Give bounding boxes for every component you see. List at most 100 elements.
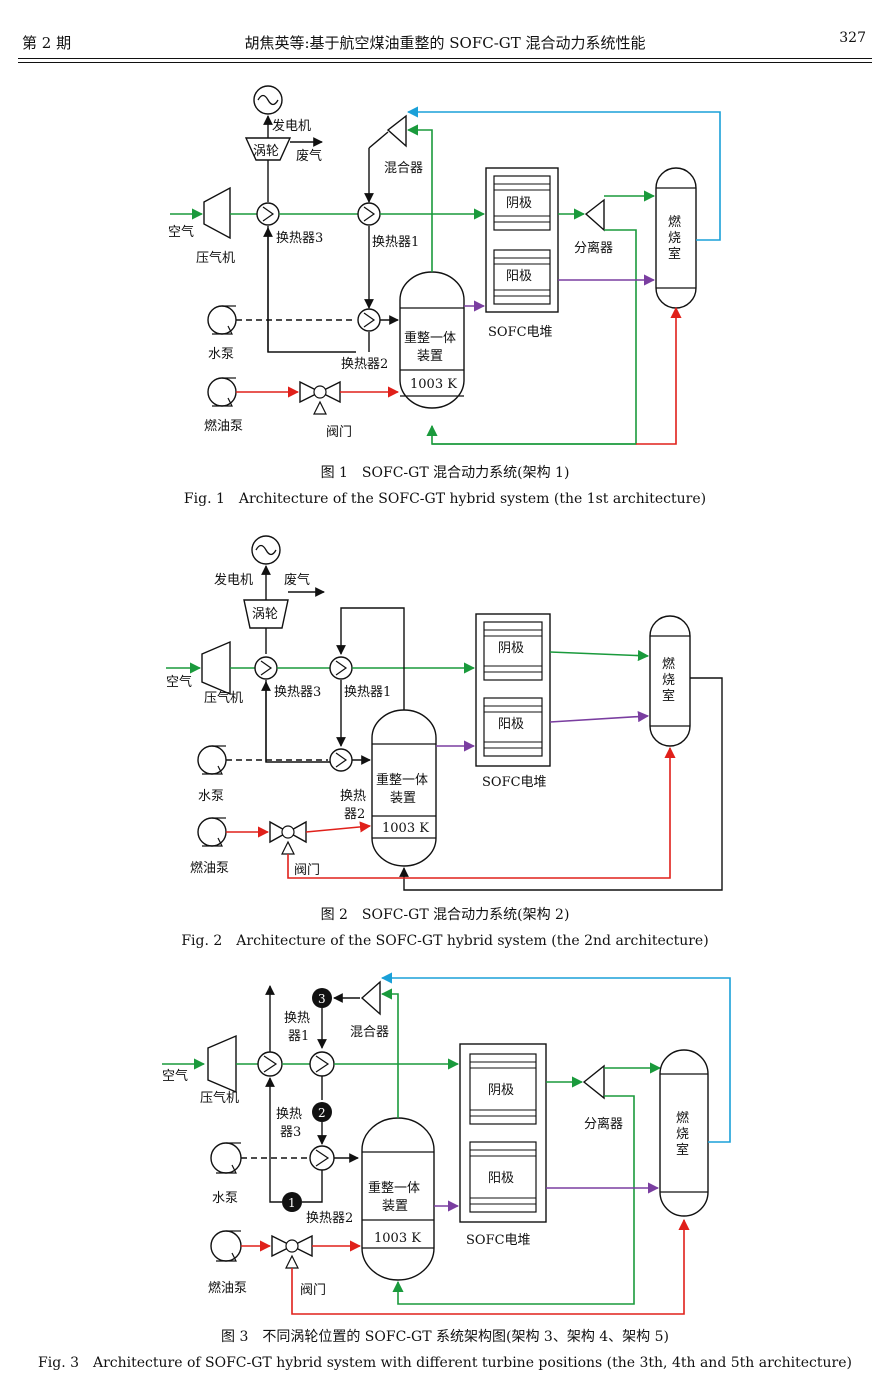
separator-icon [584, 198, 605, 232]
turbine-position-1-label: 1 [288, 1196, 296, 1210]
mixer-icon [386, 114, 407, 148]
turbine-icon [244, 137, 292, 161]
header-rule-thin [18, 62, 872, 63]
turbine-position-2-icon [312, 1102, 332, 1122]
heat-exchanger-2-label: 换热器2 [306, 1211, 353, 1226]
sofc-stack-label: SOFC电堆 [482, 775, 547, 790]
exhaust-label: 废气 [296, 148, 322, 164]
figure-2-caption-en: Fig. 2 Architecture of the SOFC-GT hybri… [181, 933, 709, 949]
heat-exchanger-3-label-b: 器3 [280, 1125, 301, 1140]
turbine-label: 涡轮 [253, 144, 279, 159]
heat-exchanger-3-icon [256, 202, 280, 226]
air-label: 空气 [162, 1068, 188, 1084]
reformer-label-2: 装置 [390, 791, 416, 806]
heat-exchanger-2-icon [329, 748, 353, 772]
issue-number: 第 2 期 [22, 34, 72, 52]
compressor-label: 压气机 [204, 690, 243, 706]
water-pump-icon [207, 305, 237, 335]
generator-icon [253, 85, 283, 115]
heat-exchanger-2-label: 换热器2 [341, 357, 388, 372]
water-pump-label: 水泵 [198, 789, 224, 804]
figure-1-diagram: 发电机 涡轮 废气 混合器 空气 压气机 换热器3 换热器1 重整一体 装置 1… [168, 85, 721, 445]
water-pump-icon [210, 1142, 242, 1174]
turbine-position-3-icon [312, 988, 332, 1008]
valve-label: 阀门 [294, 863, 320, 878]
air-label: 空气 [168, 224, 194, 240]
valve-label: 阀门 [300, 1283, 326, 1298]
heat-exchanger-1-icon [309, 1051, 335, 1077]
reformer-temperature: 1003 K [374, 1231, 421, 1246]
page-header: 第 2 期 胡焦英等:基于航空煤油重整的 SOFC-GT 混合动力系统性能 32… [18, 30, 872, 58]
compressor-label: 压气机 [196, 250, 235, 266]
compressor-icon [207, 1034, 237, 1094]
combustor-label-1: 燃 [668, 214, 681, 230]
turbine-label: 涡轮 [252, 607, 278, 622]
reformer-icon [399, 271, 465, 409]
combustor-label-2: 烧 [668, 231, 681, 246]
water-pump-label: 水泵 [212, 1191, 238, 1206]
reformer-label-1: 重整一体 [376, 772, 428, 788]
combustor-label-3: 室 [668, 246, 681, 262]
figure-2: 发电机 废气 涡轮 空气 压气机 换热器3 换热器1 重整一体 装置 1003 … [160, 528, 730, 898]
heat-exchanger-2-icon [357, 308, 381, 332]
combustor-label-1: 燃 [662, 656, 675, 672]
mixer-icon [360, 980, 381, 1016]
generator-label: 发电机 [214, 572, 253, 588]
compressor-label: 压气机 [200, 1090, 239, 1106]
heat-exchanger-1-label: 换热器1 [372, 235, 419, 250]
figure-3-diagram: 3 混合器 换热 器1 空气 压气机 换热 器3 2 换热器2 1 重整一体 装… [162, 972, 731, 1315]
turbine-position-2-label: 2 [318, 1106, 326, 1120]
figure-2-caption-cn: 图 2 SOFC-GT 混合动力系统(架构 2) [320, 907, 570, 923]
combustor-label-2: 烧 [662, 673, 675, 688]
figure-1-caption-cn: 图 1 SOFC-GT 混合动力系统(架构 1) [320, 465, 570, 481]
reformer-temperature: 1003 K [382, 821, 429, 836]
generator-label: 发电机 [272, 118, 311, 134]
fuel-pump-label: 燃油泵 [190, 860, 229, 876]
figure-1-caption-en: Fig. 1 Architecture of the SOFC-GT hybri… [183, 491, 707, 507]
heat-exchanger-3-icon [254, 656, 278, 680]
separator-label: 分离器 [574, 240, 613, 256]
sofc-stack-label: SOFC电堆 [488, 325, 553, 340]
water-pump-icon [197, 745, 227, 775]
fuel-pump-label: 燃油泵 [204, 418, 243, 434]
compressor-icon [203, 186, 231, 240]
fuel-pump-icon [210, 1230, 242, 1262]
heat-exchanger-2-icon [309, 1145, 335, 1171]
reformer-label-1: 重整一体 [404, 330, 456, 346]
heat-exchanger-1-label: 换热器1 [344, 685, 391, 700]
sofc-stack-label: SOFC电堆 [466, 1233, 531, 1248]
valve-label: 阀门 [326, 425, 352, 440]
heat-exchanger-3-label: 换热器3 [274, 685, 321, 700]
figure-3-caption-cn: 图 3 不同涡轮位置的 SOFC-GT 系统架构图(架构 3、架构 4、架构 5… [221, 1329, 669, 1345]
fuel-pump-icon [197, 817, 227, 847]
figure-2-diagram: 发电机 废气 涡轮 空气 压气机 换热器3 换热器1 重整一体 装置 1003 … [166, 535, 723, 891]
heat-exchanger-3-label-a: 换热 [276, 1107, 302, 1122]
turbine-position-1-icon [282, 1192, 302, 1212]
reformer-temperature: 1003 K [410, 377, 457, 392]
turbine-position-3-label: 3 [318, 992, 326, 1006]
generator-icon [251, 535, 281, 565]
figure-1: 发电机 涡轮 废气 混合器 空气 压气机 换热器3 换热器1 重整一体 装置 1… [166, 80, 726, 460]
fuel-pump-label: 燃油泵 [208, 1280, 247, 1296]
turbine-icon [243, 599, 289, 629]
anode-label: 阳极 [506, 269, 532, 284]
exhaust-label: 废气 [284, 572, 310, 588]
page-number: 327 [839, 30, 866, 46]
reformer-icon [371, 709, 437, 867]
cathode-label: 阴极 [498, 641, 524, 656]
water-pump-label: 水泵 [208, 347, 234, 362]
anode-label: 阳极 [488, 1171, 514, 1186]
heat-exchanger-2-label-a: 换热 [340, 789, 366, 804]
cathode-label: 阴极 [506, 196, 532, 211]
combustor-label-3: 室 [662, 688, 675, 704]
air-label: 空气 [166, 674, 192, 690]
heat-exchanger-1-label-b: 器1 [288, 1029, 309, 1044]
figure-3-caption-en: Fig. 3 Architecture of SOFC-GT hybrid sy… [38, 1355, 852, 1371]
running-title: 胡焦英等:基于航空煤油重整的 SOFC-GT 混合动力系统性能 [244, 34, 646, 52]
mixer-label: 混合器 [350, 1025, 389, 1040]
separator-label: 分离器 [584, 1116, 623, 1132]
heat-exchanger-2-label-b: 器2 [344, 807, 365, 822]
heat-exchanger-3-icon [257, 1051, 283, 1077]
combustor-label-2: 烧 [676, 1127, 689, 1142]
reformer-label-2: 装置 [382, 1199, 408, 1214]
